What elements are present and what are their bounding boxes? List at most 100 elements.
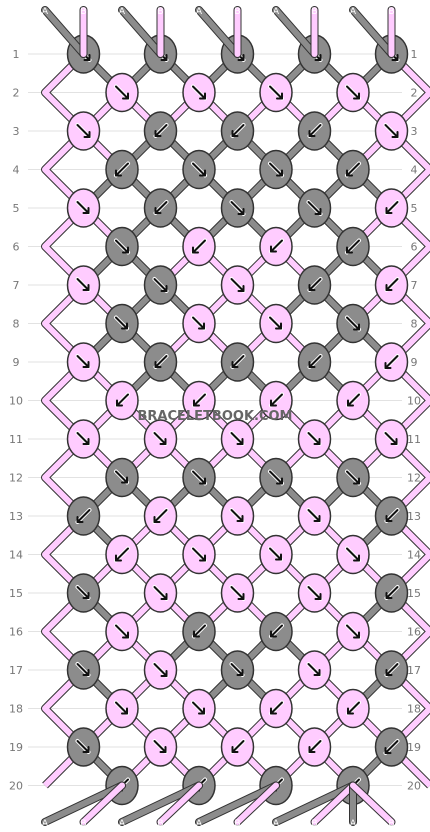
row-label-right: 14 <box>407 549 421 562</box>
row-label-left: 9 <box>13 356 20 369</box>
strand-label-bottom: A <box>119 819 126 829</box>
row-label-right: 11 <box>407 433 421 446</box>
knot-fb-B <box>143 419 178 459</box>
knot-f-B <box>374 111 409 151</box>
row-label-left: 4 <box>13 164 20 177</box>
strand-label-bottom: B <box>157 819 163 829</box>
knot-fb-B <box>105 688 139 729</box>
row-label-right: 1 <box>411 48 418 61</box>
start-strand <box>273 7 318 57</box>
knot-bf-A <box>143 188 178 228</box>
watermark-text: BRACELETBOOK.COM <box>138 409 293 424</box>
end-strand <box>273 782 356 825</box>
end-strand <box>234 782 279 825</box>
row-label-left: 5 <box>13 202 20 215</box>
knot-bf-B <box>374 265 409 305</box>
row-label-left: 8 <box>13 318 20 331</box>
knot-bf-A <box>374 496 409 536</box>
strand-label-top: B <box>157 7 163 17</box>
strand-label-top: A <box>350 7 357 17</box>
knot-bf-A <box>374 650 409 690</box>
end-strand <box>311 782 356 825</box>
knot-fb-B <box>66 265 101 305</box>
row-label-left: 13 <box>9 510 23 523</box>
knot-f-B <box>336 611 370 652</box>
knot-f-A <box>259 457 293 498</box>
row-label-left: 3 <box>13 125 20 138</box>
knot-f-A <box>336 303 370 344</box>
row-label-left: 7 <box>13 279 20 292</box>
knot-b-B <box>105 534 139 575</box>
knot-b-A <box>105 149 139 190</box>
knot-bf-A <box>182 611 216 652</box>
knot-bf-B <box>336 380 370 421</box>
strand-label-bottom: B <box>234 819 240 829</box>
knot-fb-A <box>66 650 101 690</box>
strand-label-bottom: A <box>196 819 203 829</box>
knot-f-A <box>105 226 139 267</box>
knot-fb-B <box>182 303 216 344</box>
knot-b-A <box>336 149 370 190</box>
knot-f-A <box>220 188 255 228</box>
row-label-right: 16 <box>407 626 421 639</box>
knot-f-B <box>66 111 101 151</box>
row-label-right: 4 <box>411 164 418 177</box>
start-strand <box>42 7 87 57</box>
knot-bf-A <box>297 265 332 305</box>
row-label-right: 3 <box>411 125 418 138</box>
row-label-right: 18 <box>407 703 421 716</box>
end-strand <box>42 782 125 825</box>
strand-label-top: A <box>42 7 49 17</box>
knot-b-A <box>336 226 370 267</box>
strand-label-bottom: B <box>80 819 86 829</box>
knot-b-A <box>374 727 409 767</box>
knot-fb-B <box>297 419 332 459</box>
knot-f-B <box>105 611 139 652</box>
knot-fb-B <box>259 534 293 575</box>
strand-label-top: A <box>196 7 203 17</box>
row-label-left: 18 <box>9 703 23 716</box>
row-label-right: 17 <box>407 664 421 677</box>
knot-b-B <box>374 342 409 382</box>
knot-f-B <box>105 72 139 113</box>
row-label-right: 6 <box>411 241 418 254</box>
row-label-left: 16 <box>9 626 23 639</box>
strand-label-top: B <box>80 7 86 17</box>
knot-fb-B <box>182 688 216 729</box>
strand-label-bottom: B <box>388 819 394 829</box>
end-strand <box>119 782 202 825</box>
knot-bf-A <box>374 573 409 613</box>
row-label-left: 19 <box>9 741 23 754</box>
end-strand <box>157 782 202 825</box>
knot-fb-A <box>105 457 139 498</box>
knot-f-B <box>336 72 370 113</box>
strand-label-top: B <box>234 7 240 17</box>
strand-label-top: A <box>119 7 126 17</box>
start-strand <box>196 7 241 57</box>
row-label-left: 11 <box>9 433 23 446</box>
knot-fb-B <box>297 496 332 536</box>
row-label-right: 2 <box>411 87 418 100</box>
row-label-left: 2 <box>13 87 20 100</box>
knot-bf-A <box>143 111 178 151</box>
knot-bf-B <box>297 727 332 767</box>
row-label-right: 9 <box>411 356 418 369</box>
strand-label-top: A <box>273 7 280 17</box>
knot-f-A <box>182 457 216 498</box>
row-label-right: 5 <box>411 202 418 215</box>
start-strand <box>119 7 164 57</box>
knot-fb-B <box>66 342 101 382</box>
knot-fb-A <box>220 650 255 690</box>
knot-f-B <box>143 573 178 613</box>
knot-bf-B <box>336 688 370 729</box>
knot-bf-B <box>259 688 293 729</box>
knot-b-B <box>182 226 216 267</box>
strand-label-bottom: B <box>311 819 317 829</box>
knot-f-B <box>220 573 255 613</box>
knot-bf-B <box>374 188 409 228</box>
strand-label-bottom: A <box>42 819 49 829</box>
row-label-left: 14 <box>9 549 23 562</box>
